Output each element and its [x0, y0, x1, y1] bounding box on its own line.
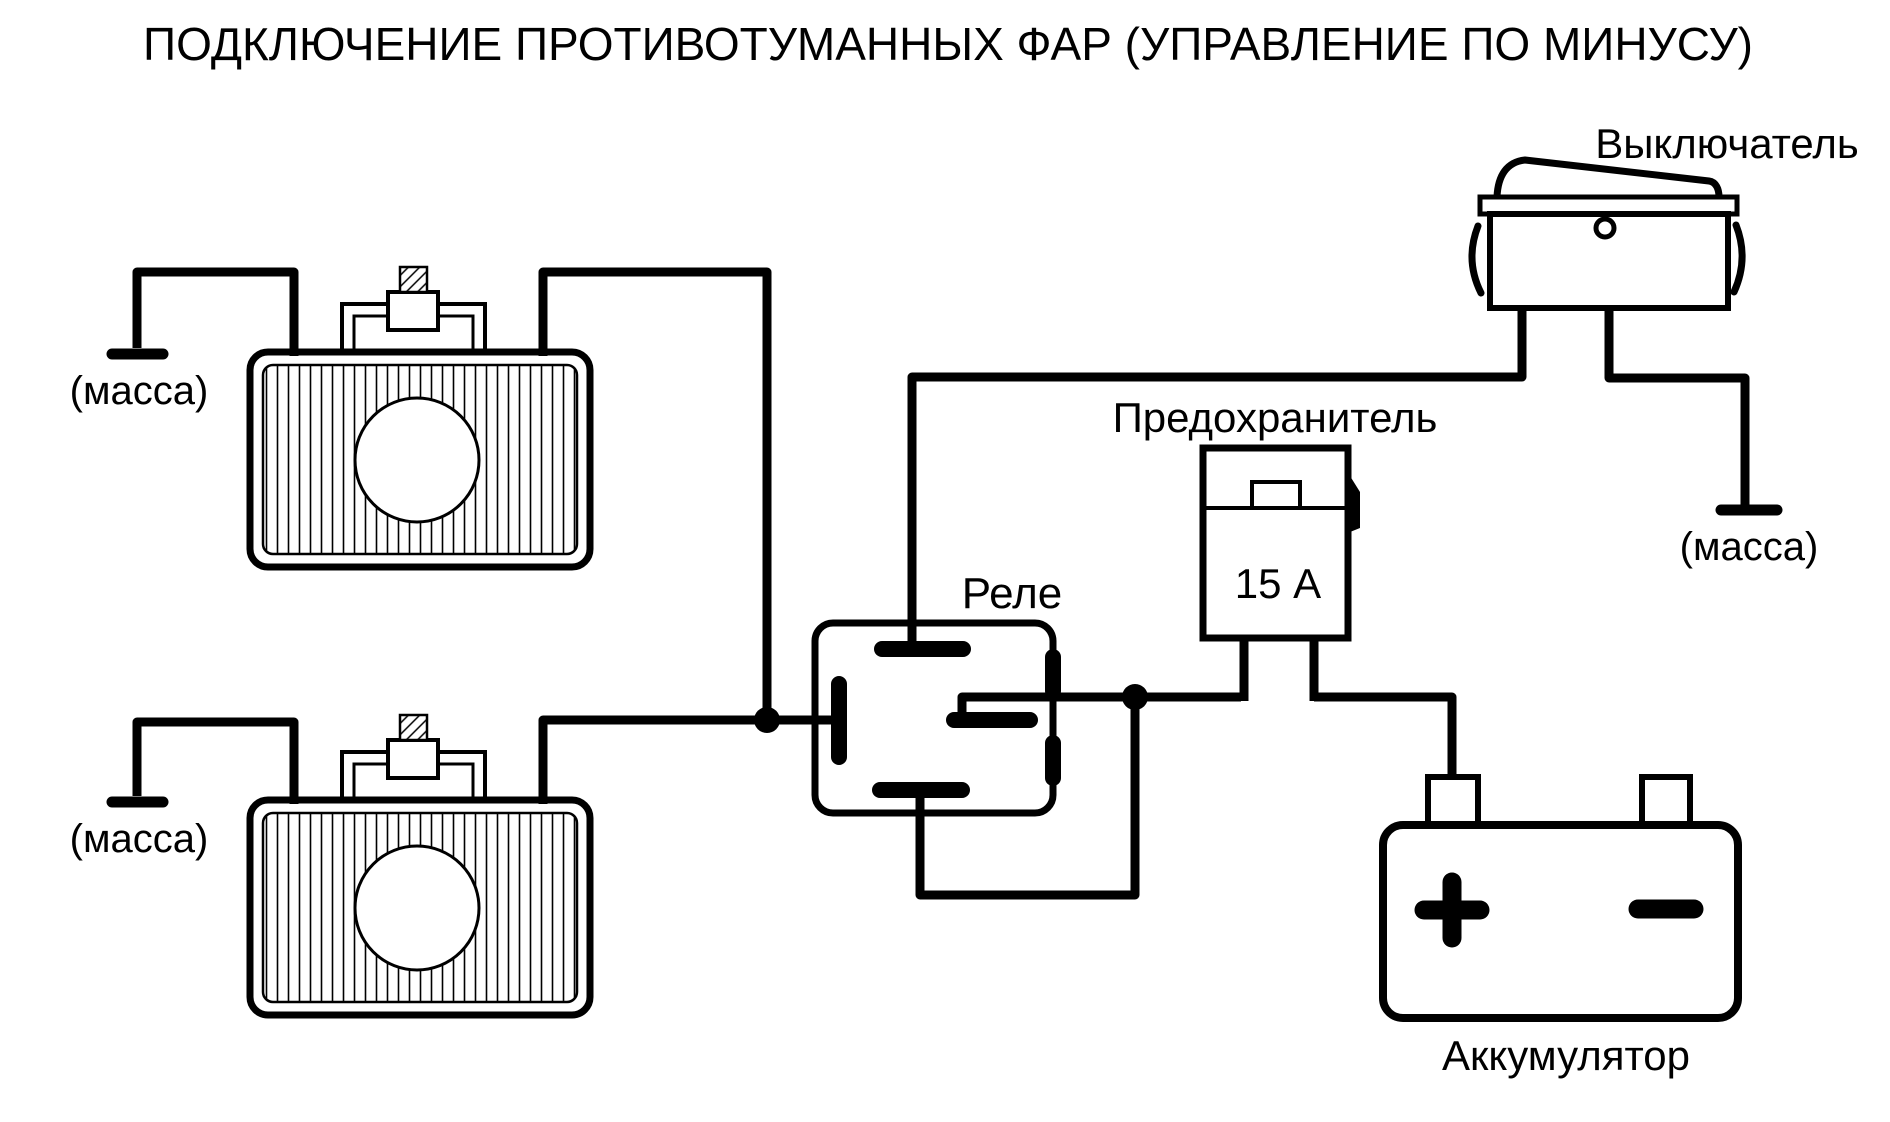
fuse-side-tab [1350, 476, 1360, 532]
fuse-window [1250, 480, 1302, 510]
switch-screw-hole [1593, 216, 1617, 240]
wire-lamp1-to-ground [132, 267, 299, 356]
plus-sign-icon [1414, 872, 1490, 948]
fuse-label: Предохранитель [1113, 394, 1438, 441]
ground-label-lamp2: (масса) [70, 817, 209, 861]
junction-dot-lamps [754, 707, 780, 733]
page-title: ПОДКЛЮЧЕНИЕ ПРОТИВОТУМАННЫХ ФАР (УПРАВЛЕ… [143, 18, 1753, 70]
fuse-box [1199, 444, 1352, 642]
wire-fuse-to-battery [1314, 692, 1457, 780]
wire-relay-bottom-loop [915, 702, 1140, 900]
switch-symbol [1468, 156, 1746, 311]
wire-lamp1-to-junction [538, 267, 772, 714]
switch-rocker [1493, 156, 1723, 201]
battery-positive-terminal [1425, 774, 1481, 828]
relay-pins [831, 641, 1061, 798]
wire-switch-to-relay [907, 306, 1527, 652]
switch-label: Выключатель [1595, 120, 1859, 167]
junction-dot-bus [1122, 684, 1148, 710]
switch-left-clip [1468, 222, 1485, 297]
switch-right-clip [1730, 221, 1746, 296]
battery-symbol [1379, 774, 1742, 1022]
battery-label: Аккумулятор [1442, 1032, 1690, 1079]
relay-label: Реле [962, 569, 1063, 618]
fuse-symbol [1199, 444, 1360, 701]
fuse-rating: 15 А [1235, 560, 1321, 607]
wire-lamp2-to-ground [132, 717, 299, 804]
wire-lamp2-to-relay [538, 715, 833, 804]
battery-body [1379, 821, 1742, 1022]
ground-label-lamp1: (масса) [70, 369, 209, 413]
battery-negative-terminal [1639, 774, 1693, 828]
ground-label-switch: (масса) [1680, 525, 1819, 569]
wire-switch-to-ground [1604, 306, 1750, 506]
